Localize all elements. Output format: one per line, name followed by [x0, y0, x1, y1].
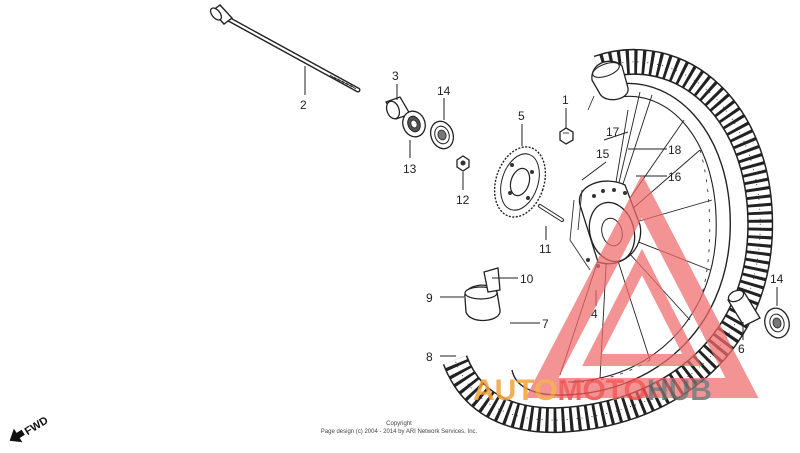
side-collar [727, 289, 761, 327]
callout-5: 5 [518, 109, 525, 123]
wordmark-moto: MOTO [557, 374, 646, 407]
callout-15: 15 [596, 147, 610, 161]
callout-1: 1 [562, 93, 569, 107]
callout-8: 8 [426, 350, 433, 364]
axle-spacer [385, 96, 411, 120]
callout-3: 3 [392, 69, 399, 83]
callout-4: 4 [591, 307, 598, 321]
callout-13: 13 [403, 162, 417, 176]
forward-arrow-icon [9, 428, 25, 443]
forward-direction-indicator: FWD [9, 414, 51, 443]
watermark-triangle-icon [525, 174, 759, 398]
watermark-wordmark: AUTOMOTOHUB [473, 374, 712, 407]
callout-14-right: 14 [770, 272, 784, 286]
wordmark-hub: HUB [647, 374, 712, 407]
wheel-bearing-upper [429, 120, 455, 150]
dust-seal [402, 110, 426, 138]
callout-12: 12 [456, 193, 470, 207]
callout-6: 6 [738, 342, 745, 356]
tire-segment [587, 60, 629, 111]
callout-17: 17 [606, 125, 620, 139]
callout-16: 16 [668, 170, 682, 184]
tire [442, 48, 774, 434]
callout-11: 11 [539, 242, 552, 256]
front-axle [209, 4, 361, 93]
callout-18: 18 [668, 143, 682, 157]
automotohub-watermark: AUTOMOTOHUB [473, 174, 759, 407]
wheel-bearing-right [764, 307, 790, 339]
callout-labels: 2 3 13 14 12 5 1 17 18 15 16 11 10 9 7 8… [300, 69, 784, 364]
fwd-label: FWD [23, 414, 51, 437]
wordmark-auto: AUTO [473, 374, 557, 407]
hex-nut [456, 155, 470, 172]
callout-7: 7 [542, 317, 549, 331]
hub-bolt [538, 204, 564, 222]
callout-9: 9 [426, 291, 433, 305]
callout-14-upper: 14 [437, 84, 451, 98]
tube-valve [483, 267, 501, 293]
copyright-line-2: Page design (c) 2004 - 2014 by ARI Netwo… [321, 429, 478, 435]
cap-nut [559, 127, 574, 145]
sprocket-disc [493, 146, 547, 218]
callout-2: 2 [300, 98, 307, 112]
copyright-line-1: Copyright [386, 421, 412, 427]
callout-10: 10 [520, 272, 534, 286]
copyright-notice: Copyright Page design (c) 2004 - 2014 by… [321, 421, 478, 435]
